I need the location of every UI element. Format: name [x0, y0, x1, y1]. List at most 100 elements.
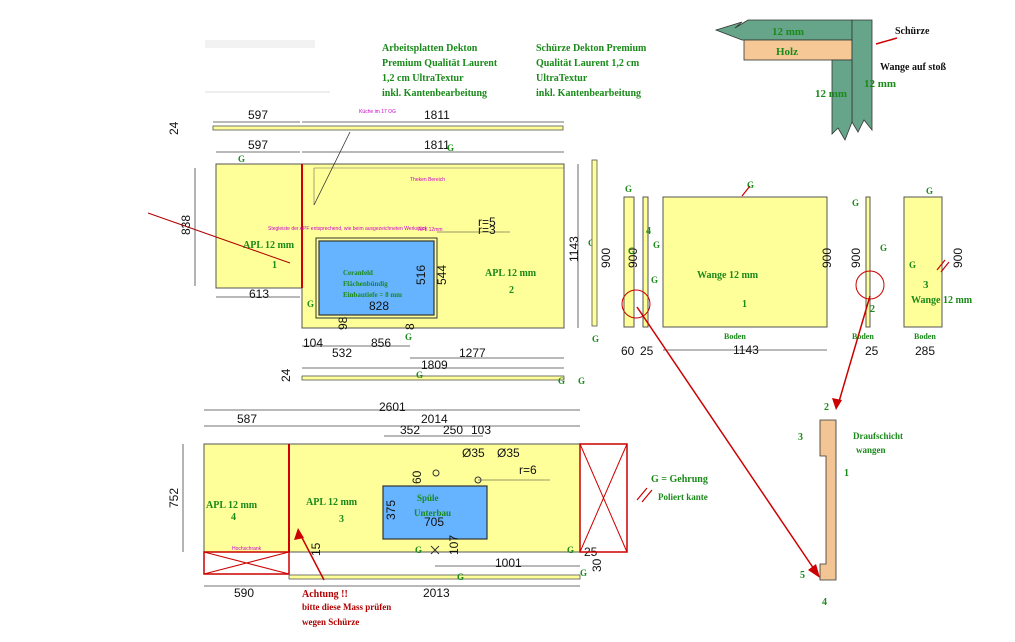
bottom-plan: 587 2601 2014 352 250 103 Ø35 Ø35 r=6 75…	[167, 400, 628, 600]
detail-12mm-right: 12 mm	[864, 78, 896, 90]
dim-107: 107	[447, 535, 461, 555]
dim-2014: 2014	[421, 412, 448, 426]
dim-r6: r=6	[519, 463, 537, 477]
ceran-2: Flächenbündig	[343, 280, 388, 288]
ceran-3: Einbautiefe = 8 mm	[343, 291, 402, 299]
svg-text:G: G	[405, 332, 412, 342]
svg-text:G: G	[926, 186, 933, 196]
apl3-label: APL 12 mm	[306, 497, 358, 508]
wange-dim-1143: 1143	[733, 343, 759, 357]
faded-header	[205, 40, 315, 48]
apl4-num: 4	[231, 512, 236, 523]
legend-g: G = Gehrung	[651, 474, 708, 485]
achtung-2: bitte diese Mass prüfen	[302, 602, 391, 612]
apl1-num: 1	[272, 260, 277, 271]
svg-text:G: G	[567, 545, 574, 555]
svg-text:G: G	[880, 243, 887, 253]
dim-15: 15	[309, 542, 323, 556]
dim-587: 587	[237, 412, 257, 426]
svg-text:UltraTextur: UltraTextur	[536, 73, 588, 84]
apl3-num: 3	[339, 514, 344, 525]
dim-838: 838	[179, 215, 193, 235]
dim-375: 375	[384, 500, 398, 520]
profile-3: 3	[798, 432, 803, 443]
wangen-section: 900 900 4 G G G 60 25 Wange 12 mm 1 900 …	[591, 159, 973, 358]
wange-dim-900a: 900	[599, 248, 613, 268]
dim-24b: 24	[279, 368, 293, 382]
profile-1: 1	[844, 468, 849, 479]
svg-text:inkl. Kantenbearbeitung: inkl. Kantenbearbeitung	[382, 88, 487, 99]
svg-text:Qualität Laurent 1,2 cm: Qualität Laurent 1,2 cm	[536, 58, 640, 69]
svg-text:G: G	[578, 376, 585, 386]
wange-dim-900-mid: 900	[849, 248, 863, 268]
detail-12mm-left: 12 mm	[815, 88, 847, 100]
label-hochschrank: Hochschrank	[232, 546, 262, 552]
r3: r=3	[478, 223, 496, 237]
wange-4: 4	[646, 226, 651, 237]
profile-5: 5	[800, 570, 805, 581]
wange3-label: Wange 12 mm	[911, 295, 973, 306]
svg-text:Premium Qualität Laurent: Premium Qualität Laurent	[382, 58, 498, 69]
label-theken: Theken Bereich	[410, 177, 445, 183]
svg-text:G: G	[307, 299, 314, 309]
svg-text:G: G	[416, 370, 423, 380]
wange-dim-60: 60	[621, 344, 635, 358]
dim-752: 752	[167, 488, 181, 508]
detail-holz: Holz	[776, 46, 798, 58]
note-schuerze: Schürze Dekton Premium Qualität Laurent …	[536, 43, 647, 99]
dim-60: 60	[410, 470, 424, 484]
achtung-1: Achtung !!	[302, 589, 348, 600]
boden-a: Boden	[724, 332, 746, 341]
svg-text:G: G	[580, 568, 587, 578]
draufschicht-1: Draufschicht	[853, 431, 903, 441]
label-kueche: Küche im 17 OG	[359, 109, 396, 115]
dim-1143: 1143	[567, 236, 581, 262]
svg-text:G: G	[625, 184, 632, 194]
profile-detail: 2 3 1 5 4 Draufschicht wangen	[798, 402, 903, 608]
svg-text:G: G	[651, 275, 658, 285]
svg-text:Schürze Dekton Premium: Schürze Dekton Premium	[536, 43, 647, 54]
dim-597b: 597	[248, 138, 268, 152]
dim-104: 104	[303, 336, 323, 350]
dim-1811b: 1811	[424, 138, 450, 152]
dim-103: 103	[471, 423, 491, 437]
dim-1811a: 1811	[424, 108, 450, 122]
r5: r=5	[478, 215, 496, 229]
svg-text:G: G	[852, 198, 859, 208]
boden-c: Boden	[914, 332, 936, 341]
detail-12mm-top: 12 mm	[772, 26, 804, 38]
dim-1001: 1001	[495, 556, 522, 570]
dim-8: 8	[403, 323, 417, 330]
svg-text:G: G	[238, 154, 245, 164]
wange-dim-25b: 25	[865, 344, 879, 358]
achtung-3: wegen Schürze	[302, 617, 359, 627]
dim-613: 613	[249, 287, 269, 301]
apl1-label: APL 12 mm	[243, 240, 295, 251]
wange1-label: Wange 12 mm	[697, 270, 759, 281]
wange-dim-285: 285	[915, 344, 935, 358]
dim-30: 30	[590, 558, 604, 572]
dim-597a: 597	[248, 108, 268, 122]
boden-b: Boden	[852, 332, 874, 341]
dim-35b: Ø35	[497, 446, 520, 460]
dim-35a: Ø35	[462, 446, 485, 460]
svg-text:1,2 cm UltraTextur: 1,2 cm UltraTextur	[382, 73, 464, 84]
dim-352: 352	[400, 423, 420, 437]
svg-text:G: G	[592, 334, 599, 344]
dim-705: 705	[424, 515, 444, 529]
profile-2: 2	[824, 402, 829, 413]
dim-2601: 2601	[379, 400, 406, 414]
dim-544: 544	[435, 265, 449, 285]
svg-text:inkl. Kantenbearbeitung: inkl. Kantenbearbeitung	[536, 88, 641, 99]
svg-text:G: G	[909, 260, 916, 270]
wange-dim-900c: 900	[820, 248, 834, 268]
label-stegleiste: Stegleiste der APF entsprechend, wie bei…	[268, 226, 428, 232]
spuele-2: Unterbau	[414, 508, 451, 518]
apl4-label: APL 12 mm	[206, 500, 258, 511]
wange1-num: 1	[742, 299, 747, 310]
dim-590: 590	[234, 586, 254, 600]
wange-dim-25a: 25	[640, 344, 654, 358]
dim-828: 828	[369, 299, 389, 313]
svg-text:G: G	[447, 143, 454, 153]
